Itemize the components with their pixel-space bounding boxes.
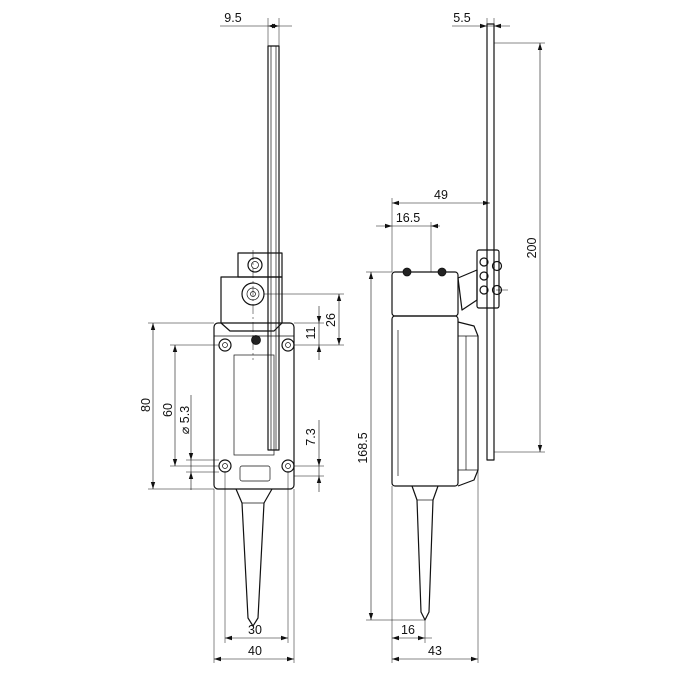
dim-total-height-label: 168.5 bbox=[356, 432, 370, 463]
dimension-arrowhead bbox=[172, 459, 178, 466]
front-lever-rod bbox=[267, 45, 280, 451]
dimension-arrowhead bbox=[316, 476, 322, 483]
dimension-arrowhead bbox=[494, 23, 501, 29]
dimension-arrowhead bbox=[418, 635, 425, 641]
dim-lever-thickness-label: 5.5 bbox=[453, 11, 470, 25]
dimension-arrowhead bbox=[385, 223, 392, 229]
dim-hole-spacing-v: 60 bbox=[161, 344, 219, 467]
dimension-arrowhead bbox=[188, 472, 194, 479]
dimension-arrowhead bbox=[287, 656, 294, 662]
dim-body-height-label: 80 bbox=[139, 398, 153, 412]
mounting-hole-bottom-right bbox=[281, 459, 295, 473]
side-body bbox=[391, 315, 479, 487]
dim-head-depth-label: 16.5 bbox=[396, 211, 420, 225]
side-cable-gland bbox=[411, 485, 439, 621]
dim-cable-offset: 16 bbox=[391, 486, 432, 663]
dim-body-depth-label: 43 bbox=[428, 644, 442, 658]
dimension-arrowhead bbox=[316, 345, 322, 352]
dimension-arrowhead bbox=[150, 323, 156, 330]
dim-hole-diameter: ⌀ 5.3 bbox=[178, 395, 219, 490]
front-view: 9.5 80 60 ⌀ 5.3 26 bbox=[139, 11, 344, 663]
dimension-arrowhead bbox=[471, 656, 478, 662]
front-mounting-holes bbox=[218, 338, 295, 473]
dim-body-width-label: 40 bbox=[248, 644, 262, 658]
side-view: 5.5 200 49 16.5 168.5 bbox=[356, 11, 545, 663]
dimension-arrowhead bbox=[392, 656, 399, 662]
dim-lever-thickness: 5.5 bbox=[452, 11, 510, 27]
dim-lever-offset-label: 9.5 bbox=[224, 11, 241, 25]
dim-head-depth: 16.5 bbox=[376, 211, 440, 272]
dimension-arrowhead bbox=[392, 200, 399, 206]
front-shaft-dot bbox=[251, 335, 261, 345]
dim-body-depth: 43 bbox=[392, 470, 479, 663]
mounting-hole-top-right bbox=[281, 338, 295, 352]
dim-lever-length-label: 200 bbox=[525, 238, 539, 259]
dimension-arrowhead bbox=[214, 656, 221, 662]
front-head bbox=[220, 250, 283, 360]
dimension-arrowhead bbox=[537, 445, 543, 452]
side-head bbox=[391, 267, 459, 317]
dim-hole-diameter-label: ⌀ 5.3 bbox=[178, 406, 192, 434]
dimension-arrowhead bbox=[368, 272, 374, 279]
dim-total-height: 168.5 bbox=[356, 271, 425, 621]
dimension-arrowhead bbox=[480, 23, 487, 29]
dimension-arrowhead bbox=[537, 43, 543, 50]
dim-head-11-label: 11 bbox=[304, 326, 318, 339]
dimension-arrowhead bbox=[225, 635, 232, 641]
dimension-arrowhead bbox=[316, 459, 322, 466]
dimension-arrowhead bbox=[316, 316, 322, 323]
front-body bbox=[213, 322, 295, 490]
dim-hole-spacing-v-label: 60 bbox=[161, 403, 175, 417]
dimension-arrowhead bbox=[336, 338, 342, 345]
side-lever-rod bbox=[486, 23, 495, 461]
mounting-hole-bottom-left bbox=[218, 459, 232, 473]
dimension-arrowhead bbox=[150, 482, 156, 489]
dimension-arrowhead bbox=[272, 23, 279, 29]
dimension-arrowhead bbox=[483, 200, 490, 206]
dimension-arrowhead bbox=[392, 635, 399, 641]
front-cable-gland bbox=[235, 488, 273, 627]
dim-head-26-label: 26 bbox=[324, 313, 338, 327]
dim-body-width: 40 bbox=[213, 489, 295, 663]
side-lever-clamp bbox=[457, 249, 508, 311]
dim-body-height: 80 bbox=[139, 322, 214, 490]
dim-lever-reach: 49 bbox=[391, 188, 490, 272]
dim-lever-reach-label: 49 bbox=[434, 188, 448, 202]
dim-hole-spacing-h: 30 bbox=[224, 471, 289, 643]
mounting-hole-top-left bbox=[218, 338, 232, 352]
dim-cable-offset-label: 16 bbox=[401, 623, 415, 637]
dimension-arrowhead bbox=[281, 635, 288, 641]
dimension-arrowhead bbox=[431, 223, 438, 229]
dim-lever-offset: 9.5 bbox=[220, 11, 292, 46]
dim-lever-length: 200 bbox=[494, 42, 545, 453]
dim-bottom-hole-label: 7.3 bbox=[304, 428, 318, 445]
dimension-arrowhead bbox=[172, 345, 178, 352]
dimension-arrowhead bbox=[336, 294, 342, 301]
dimension-arrowhead bbox=[188, 453, 194, 460]
dim-hole-spacing-h-label: 30 bbox=[248, 623, 262, 637]
dimension-arrowhead bbox=[368, 613, 374, 620]
